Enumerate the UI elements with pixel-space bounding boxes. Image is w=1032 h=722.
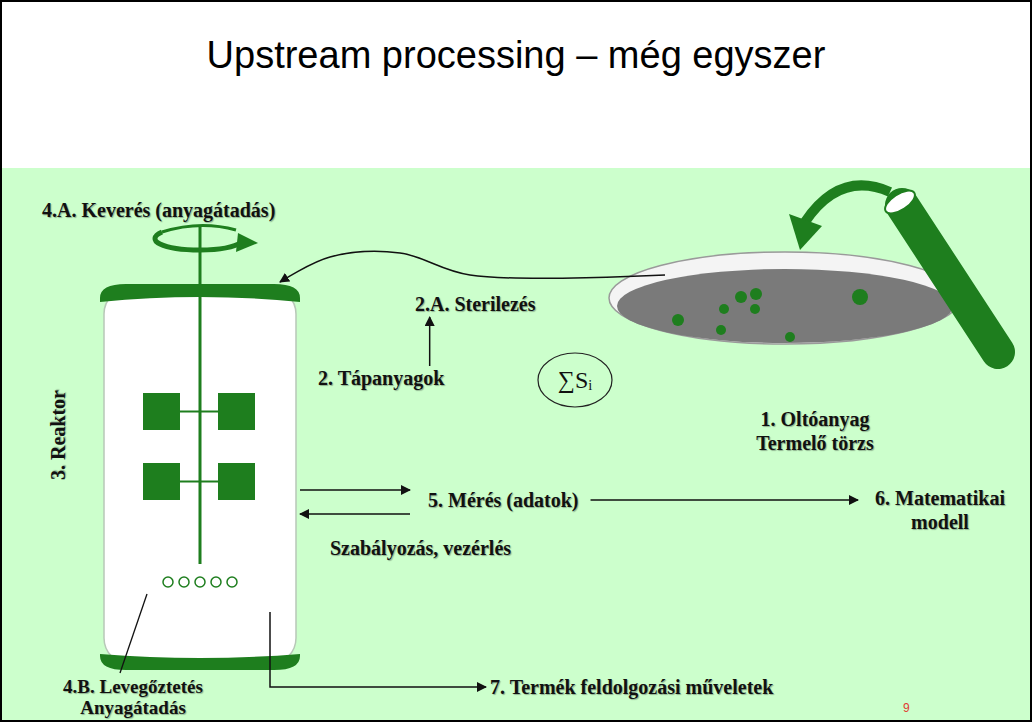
colony xyxy=(785,332,795,342)
reactor-drawing xyxy=(100,282,300,670)
colonies xyxy=(672,288,868,342)
callout-label: 4.B. Levegőztetés Anyagátadás xyxy=(28,676,238,718)
stir-swirl-front xyxy=(155,232,242,250)
step-label: 2. Tápanyagok xyxy=(318,366,444,390)
sparger-hole xyxy=(211,577,221,587)
dish-agar xyxy=(617,269,953,343)
flow-arrow xyxy=(429,317,431,366)
product-outlet-pipe xyxy=(269,612,271,670)
downstream-box: 7. Termék feldolgozási műveletek xyxy=(490,674,773,700)
sparger-hole xyxy=(179,577,189,587)
stir-swirl-head xyxy=(236,233,258,252)
sum-circle: ∑Sᵢ xyxy=(537,352,613,408)
page-number: 9 xyxy=(903,701,910,715)
node-text: ∑Sᵢ xyxy=(558,366,592,395)
pour-arrow xyxy=(789,185,890,250)
stirrer-shaft xyxy=(199,226,202,564)
node-text: 6. Matematikai modell xyxy=(860,486,1020,534)
sparger-hole xyxy=(195,577,205,587)
flow-arrow xyxy=(591,499,858,501)
inoculum-block: 1. Oltóanyag Termelő törzs xyxy=(665,255,965,455)
node-text: 2. Tápanyagok xyxy=(318,366,444,390)
flow-arrow xyxy=(300,489,410,491)
flow-arrow xyxy=(270,670,486,687)
slide-title: Upstream processing – még egyszer xyxy=(0,34,1032,77)
node-text: 5. Mérés (adatok) xyxy=(428,488,579,512)
impeller-blade xyxy=(218,463,255,500)
model-box: 6. Matematikai modell xyxy=(860,486,1020,534)
impeller-arm xyxy=(180,411,218,413)
test-tube xyxy=(881,186,998,352)
flow-arrow xyxy=(300,513,410,515)
colony xyxy=(716,325,726,335)
callout-label: 4.A. Keverés (anyagátadás) xyxy=(42,198,275,222)
node-text: 1. Oltóanyag Termelő törzs xyxy=(730,407,900,455)
colony xyxy=(750,304,760,314)
colony xyxy=(672,314,684,326)
measurement-box: 5. Mérés (adatok) xyxy=(410,480,591,520)
impeller-blade xyxy=(143,393,180,430)
colony xyxy=(750,288,762,300)
dish-rim xyxy=(609,252,961,344)
reactor-vessel: 3. Reaktor xyxy=(100,282,300,670)
petri-dish xyxy=(609,252,961,344)
step-label: 2.A. Sterilezés xyxy=(415,292,536,316)
sum-circle xyxy=(538,353,612,407)
node-text: 7. Termék feldolgozási műveletek xyxy=(490,675,773,699)
sparger xyxy=(163,577,237,587)
green-panel xyxy=(2,168,1030,720)
impeller-arm xyxy=(180,481,218,483)
flow-arrow xyxy=(280,252,665,282)
impeller-blade xyxy=(143,463,180,500)
pour-arrow-shaft xyxy=(805,185,890,222)
colony xyxy=(852,289,868,305)
impeller-blade xyxy=(218,393,255,430)
node-text: 2.A. Sterilezés xyxy=(415,292,536,316)
sparger-hole xyxy=(227,577,237,587)
colony xyxy=(735,291,747,303)
colony xyxy=(719,304,729,314)
sparger-hole xyxy=(163,577,173,587)
edge-label: Szabályozás, vezérlés xyxy=(330,536,511,560)
aeration-leader xyxy=(120,594,147,673)
tube-body xyxy=(902,205,998,352)
pour-arrow-head xyxy=(789,214,822,250)
reactor-label: 3. Reaktor xyxy=(46,390,70,480)
stir-swirl-back xyxy=(162,225,236,232)
